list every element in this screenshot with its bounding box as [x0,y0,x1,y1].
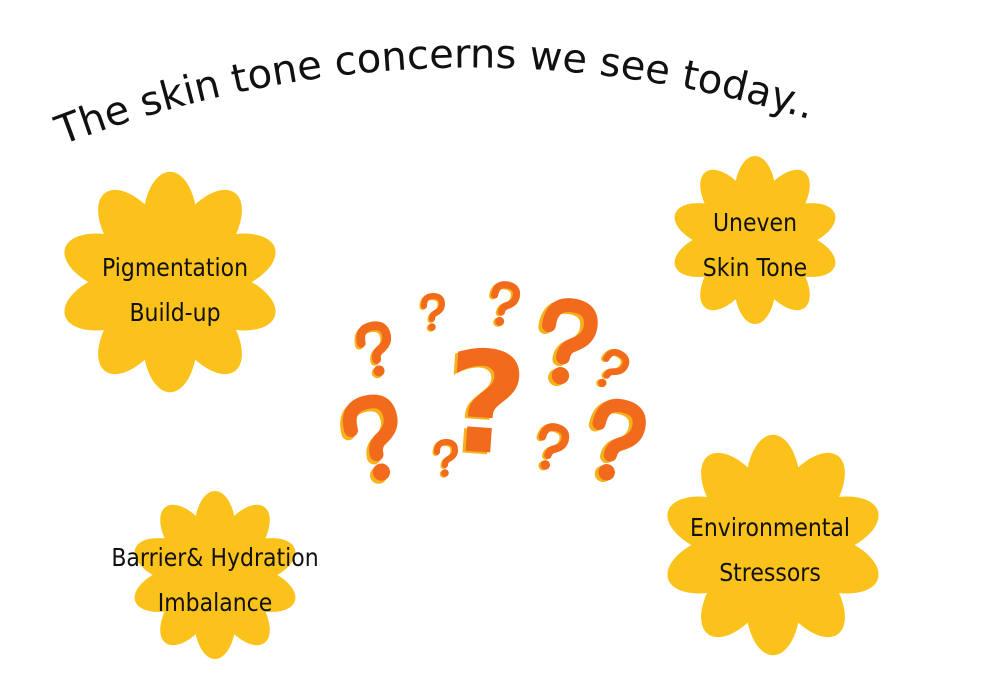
question-mark-icon [356,324,395,381]
page-title-text: The skin tone concerns we see today.. [49,31,821,154]
question-mark-icon [487,283,517,329]
page-title: The skin tone concerns we see today.. [49,31,821,154]
flower-label-environmental: Environmental Stressors [673,505,867,595]
label-line: Skin Tone [702,253,808,282]
question-mark-main-icon: ? [439,320,532,489]
label-line: Environmental [689,513,851,542]
question-mark-icon [537,302,593,390]
label-line: Stressors [719,558,821,587]
label-line: Uneven [712,208,798,237]
label-line: Pigmentation [101,253,249,282]
question-mark-icon [342,397,407,488]
question-mark-icon [423,296,443,332]
flower-label-pigmentation: Pigmentation Build-up [74,245,276,335]
flower-label-uneven: Uneven Skin Tone [667,200,843,290]
label-line: Build-up [129,298,221,327]
label-line: Imbalance [157,588,273,617]
flower-label-barrier: Barrier& Hydration Imbalance [87,535,342,625]
question-mark-icon [532,424,567,474]
question-mark-icon [584,401,642,487]
question-mark-icon [591,348,629,393]
label-line: Barrier& Hydration [111,543,319,572]
